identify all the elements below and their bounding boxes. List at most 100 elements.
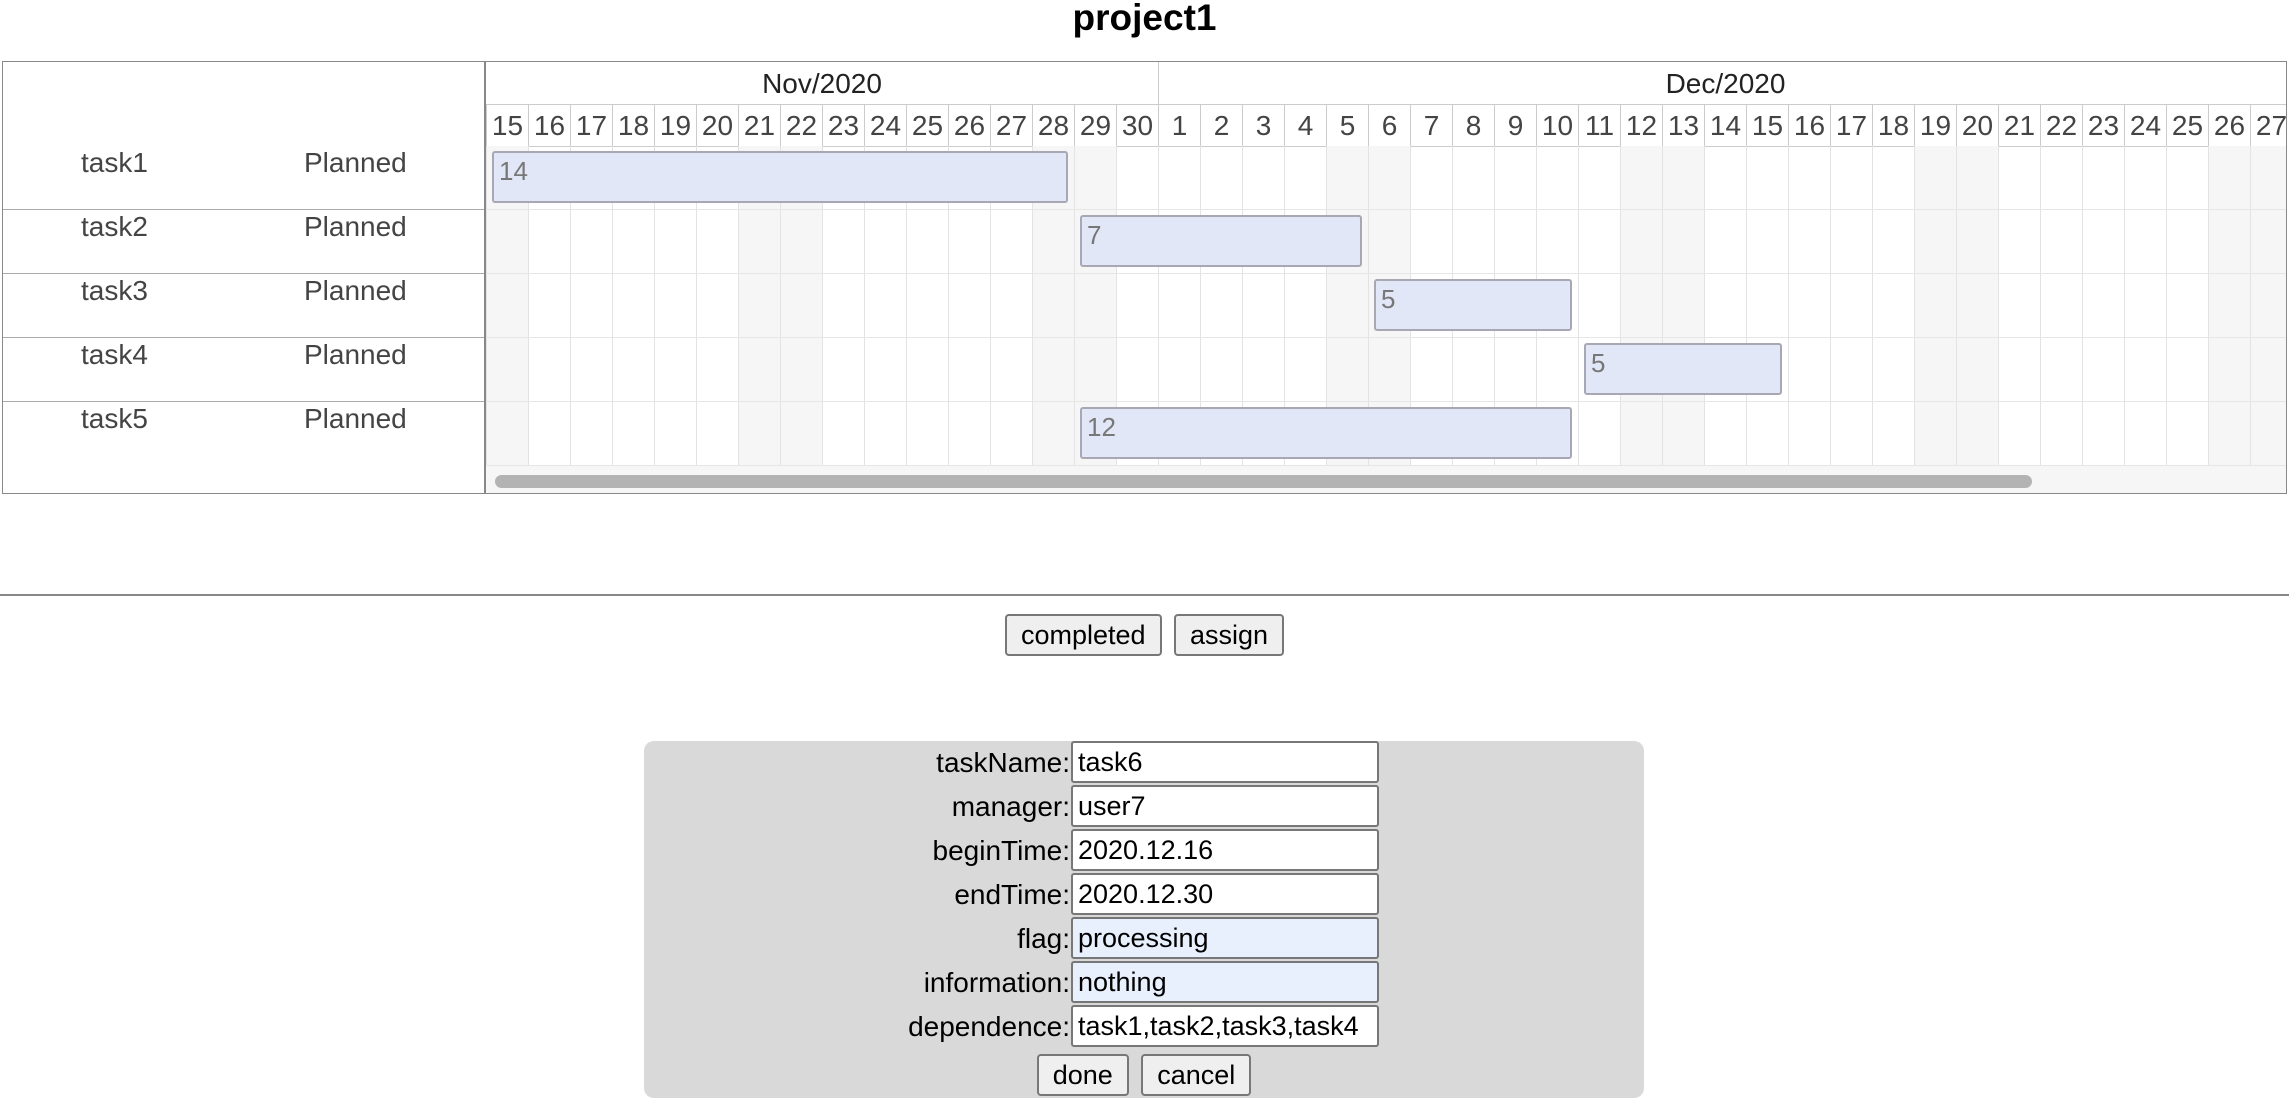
grid-row-line <box>486 273 2286 274</box>
grid-column <box>1662 146 1704 466</box>
task-status: Planned <box>304 147 407 178</box>
day-label: 22 <box>780 104 822 146</box>
grid-column <box>528 146 570 466</box>
day-label: 23 <box>2082 104 2124 146</box>
day-label: 22 <box>2040 104 2082 146</box>
grid-column <box>2208 146 2250 466</box>
grid-row-line <box>486 209 2286 210</box>
form-row-dependence: dependence: <box>644 1005 1644 1047</box>
task-row[interactable]: task3 Planned <box>3 274 484 338</box>
grid-column <box>1116 146 1158 466</box>
day-label: 19 <box>1914 104 1956 146</box>
begintime-input[interactable] <box>1071 829 1379 871</box>
day-label: 13 <box>1662 104 1704 146</box>
grid-column <box>612 146 654 466</box>
grid-column <box>906 146 948 466</box>
done-button[interactable]: done <box>1036 1054 1129 1096</box>
grid-column <box>1914 146 1956 466</box>
grid-column <box>696 146 738 466</box>
grid-column <box>1242 146 1284 466</box>
task-bar[interactable]: 14 <box>492 151 1068 203</box>
gantt-chart: task1 Planned task2 Planned task3 Planne… <box>2 61 2287 494</box>
day-label: 21 <box>1998 104 2040 146</box>
task-row[interactable]: task4 Planned <box>3 338 484 402</box>
task-status: Planned <box>304 339 407 370</box>
task-bar[interactable]: 12 <box>1080 407 1572 459</box>
grid-row-line <box>486 465 2286 466</box>
grid-column <box>2250 146 2286 466</box>
taskname-input[interactable] <box>1071 741 1379 783</box>
manager-input[interactable] <box>1071 785 1379 827</box>
task-status: Planned <box>304 403 407 434</box>
information-input[interactable] <box>1071 961 1379 1003</box>
grid-column <box>1746 146 1788 466</box>
month-label: Dec/2020 <box>1158 62 2286 104</box>
day-label: 16 <box>1788 104 1830 146</box>
grid-column <box>1578 146 1620 466</box>
task-form: taskName: manager: beginTime: endTime: f… <box>644 741 1644 1098</box>
assign-button[interactable]: assign <box>1173 614 1285 656</box>
task-bar[interactable]: 5 <box>1584 343 1782 395</box>
begintime-label: beginTime: <box>932 835 1070 866</box>
page-title: project1 <box>1072 0 1217 38</box>
grid-column <box>2166 146 2208 466</box>
task-name: task1 <box>81 147 148 178</box>
form-row-endtime: endTime: <box>644 873 1644 915</box>
dependence-label: dependence: <box>908 1011 1070 1042</box>
day-label: 25 <box>2166 104 2208 146</box>
task-list: task1 Planned task2 Planned task3 Planne… <box>3 62 486 493</box>
completed-button[interactable]: completed <box>1004 614 1162 656</box>
day-label: 19 <box>654 104 696 146</box>
day-label: 2 <box>1200 104 1242 146</box>
day-label: 11 <box>1578 104 1620 146</box>
horizontal-scrollbar[interactable] <box>486 466 2286 493</box>
flag-label: flag: <box>1017 923 1070 954</box>
dependence-input[interactable] <box>1071 1005 1379 1047</box>
day-label: 1 <box>1158 104 1200 146</box>
day-label: 10 <box>1536 104 1578 146</box>
action-buttons: completed assign <box>0 614 2289 656</box>
manager-label: manager: <box>951 791 1070 822</box>
day-label: 12 <box>1620 104 1662 146</box>
day-label: 24 <box>864 104 906 146</box>
task-status: Planned <box>304 275 407 306</box>
grid-column <box>1284 146 1326 466</box>
day-label: 28 <box>1032 104 1074 146</box>
task-name: task3 <box>81 275 148 306</box>
day-label: 18 <box>612 104 654 146</box>
grid-column <box>1200 146 1242 466</box>
task-name: task2 <box>81 211 148 242</box>
task-row[interactable]: task5 Planned <box>3 402 484 466</box>
task-bar[interactable]: 7 <box>1080 215 1362 267</box>
month-label: Nov/2020 <box>762 68 882 99</box>
grid-row-line <box>486 401 2286 402</box>
day-label: 25 <box>906 104 948 146</box>
task-bar[interactable]: 5 <box>1374 279 1572 331</box>
grid-column <box>654 146 696 466</box>
flag-input[interactable] <box>1071 917 1379 959</box>
grid-column <box>864 146 906 466</box>
form-buttons: done cancel <box>644 1054 1644 1096</box>
day-label: 29 <box>1074 104 1116 146</box>
day-label: 6 <box>1368 104 1410 146</box>
cancel-button[interactable]: cancel <box>1141 1054 1252 1096</box>
day-label: 9 <box>1494 104 1536 146</box>
day-label: 15 <box>486 104 528 146</box>
grid-column <box>948 146 990 466</box>
day-label: 23 <box>822 104 864 146</box>
grid-column <box>1830 146 1872 466</box>
grid-column <box>990 146 1032 466</box>
grid-row-line <box>486 337 2286 338</box>
information-label: information: <box>923 967 1070 998</box>
form-row-information: information: <box>644 961 1644 1003</box>
day-label: 15 <box>1746 104 1788 146</box>
endtime-input[interactable] <box>1071 873 1379 915</box>
day-label: 5 <box>1326 104 1368 146</box>
task-row[interactable]: task1 Planned <box>3 146 484 210</box>
scrollbar-thumb[interactable] <box>495 475 2032 488</box>
endtime-label: endTime: <box>954 879 1070 910</box>
grid-column <box>1956 146 1998 466</box>
task-row[interactable]: task2 Planned <box>3 210 484 274</box>
